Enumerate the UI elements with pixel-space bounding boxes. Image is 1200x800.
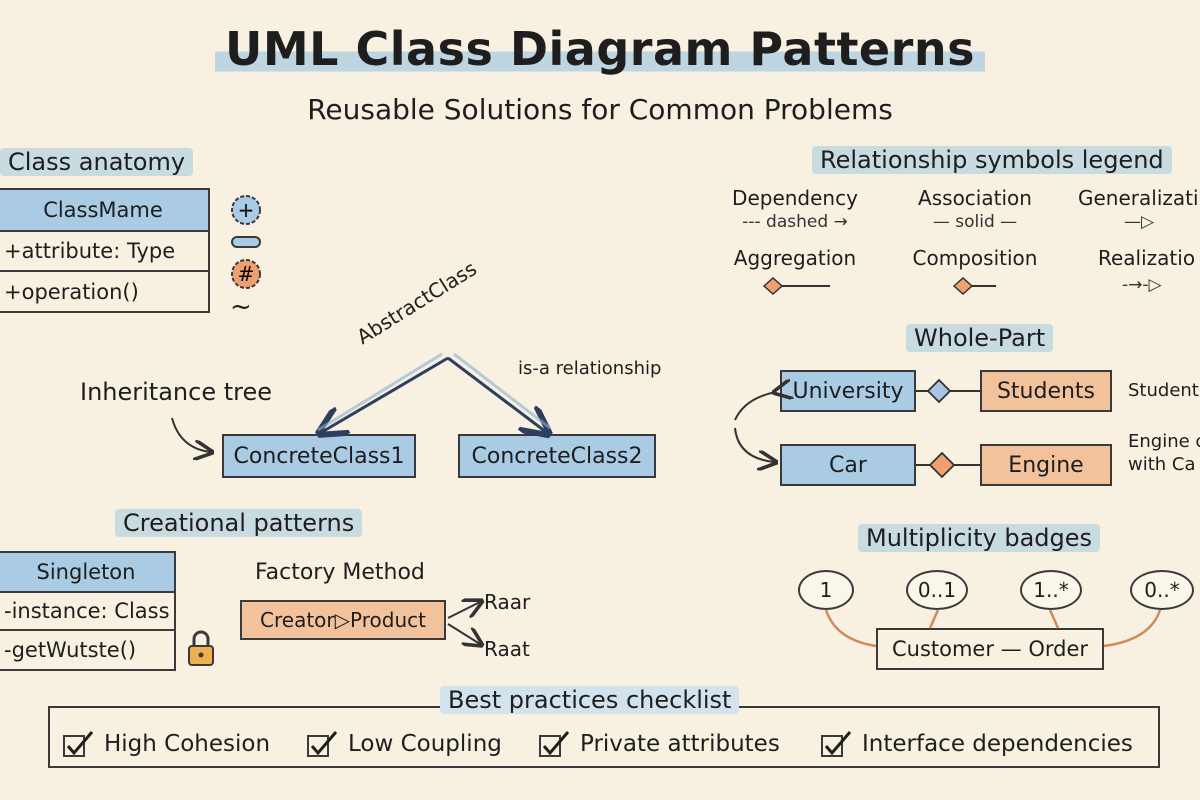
checkbox-icon — [63, 731, 94, 757]
inheritance-arrows — [318, 352, 550, 432]
badge-one-many: 1..* — [1020, 570, 1082, 610]
singleton-name: Singleton — [0, 553, 174, 593]
abstract-class-label: AbstractClass — [352, 256, 481, 349]
svg-text:+: + — [238, 198, 255, 222]
composition-symbol — [952, 276, 996, 296]
whole-university: University — [780, 370, 916, 412]
concrete-class-2: ConcreteClass2 — [458, 434, 656, 478]
class-anatomy-box: ClassMame +attribute: Type +operation() — [0, 188, 210, 313]
badge-zero-many: 0..* — [1130, 570, 1194, 610]
legend-aggregation: Aggregation — [733, 246, 857, 270]
part-students: Students — [980, 370, 1112, 412]
check-item-2: Low Coupling — [306, 730, 502, 758]
badge-one: 1 — [798, 570, 854, 610]
public-icon: + — [228, 192, 264, 232]
checklist-heading: Best practices checklist — [440, 686, 740, 714]
concrete-class-1: ConcreteClass1 — [222, 434, 416, 478]
checkbox-icon — [307, 731, 338, 757]
aggregation-symbol — [762, 276, 830, 296]
multiplicity-heading: Multiplicity badges — [858, 524, 1101, 552]
page-title: UML Class Diagram Patterns — [0, 22, 1200, 76]
whole-part-note-2: Engine c with Ca — [1128, 431, 1200, 475]
part-engine: Engine — [980, 444, 1112, 486]
legend-realization: Realizatio — [1098, 246, 1196, 270]
checkbox-icon — [539, 731, 570, 757]
whole-car: Car — [780, 444, 916, 486]
class-operation: +operation() — [4, 280, 139, 304]
svg-text:#: # — [238, 262, 255, 286]
legend-heading: Relationship symbols legend — [812, 146, 1172, 174]
package-icon: ~ — [230, 292, 252, 322]
legend-dependency: Dependency — [732, 186, 858, 210]
protected-icon: # — [228, 256, 264, 296]
legend-realization-symbol: -→-▷ — [1122, 275, 1162, 295]
whole-part-heading: Whole-Part — [906, 324, 1054, 352]
factory-arrow-1 — [447, 602, 480, 619]
lock-icon — [186, 628, 216, 672]
legend-association: Association — [918, 186, 1032, 210]
legend-association-symbol: — solid — — [932, 212, 1018, 232]
whole-part-note-1: Student — [1128, 380, 1199, 401]
legend-dependency-symbol: --- dashed → — [742, 212, 848, 232]
private-icon — [228, 230, 264, 258]
factory-arrow-2 — [447, 623, 480, 644]
singleton-box: Singleton -instance: Class -getWutste() — [0, 551, 176, 671]
factory-product-1: Raar — [484, 590, 531, 614]
inheritance-heading: Inheritance tree — [80, 378, 272, 406]
whole-part-arrow-bottom — [734, 427, 774, 462]
legend-generalization-symbol: —▷ — [1124, 212, 1155, 232]
factory-product-2: Raat — [484, 637, 530, 661]
checkbox-icon — [821, 731, 852, 757]
factory-heading: Factory Method — [255, 560, 425, 585]
page-subtitle: Reusable Solutions for Common Problems — [307, 93, 893, 126]
singleton-operation: -getWutste() — [4, 638, 137, 662]
whole-part-arrow-top — [734, 392, 776, 421]
check-item-3: Private attributes — [538, 730, 780, 758]
aggregation-connector — [916, 378, 980, 404]
is-a-label: is-a relationship — [518, 358, 662, 379]
singleton-attribute: -instance: Class — [0, 593, 174, 631]
inheritance-pointer — [171, 417, 210, 452]
class-anatomy-heading: Class anatomy — [0, 148, 194, 176]
check-item-1: High Cohesion — [62, 730, 270, 758]
factory-box: Creator▷Product — [240, 600, 446, 640]
creational-heading: Creational patterns — [115, 509, 363, 537]
legend-generalization: Generalizati — [1078, 186, 1199, 210]
customer-order-relation: Customer — Order — [876, 628, 1104, 670]
badge-zero-one: 0..1 — [906, 570, 968, 610]
check-item-4: Interface dependencies — [820, 730, 1133, 758]
class-name: ClassMame — [0, 190, 208, 232]
class-attribute: +attribute: Type — [0, 232, 208, 272]
legend-composition: Composition — [912, 246, 1038, 270]
composition-connector — [916, 451, 980, 479]
